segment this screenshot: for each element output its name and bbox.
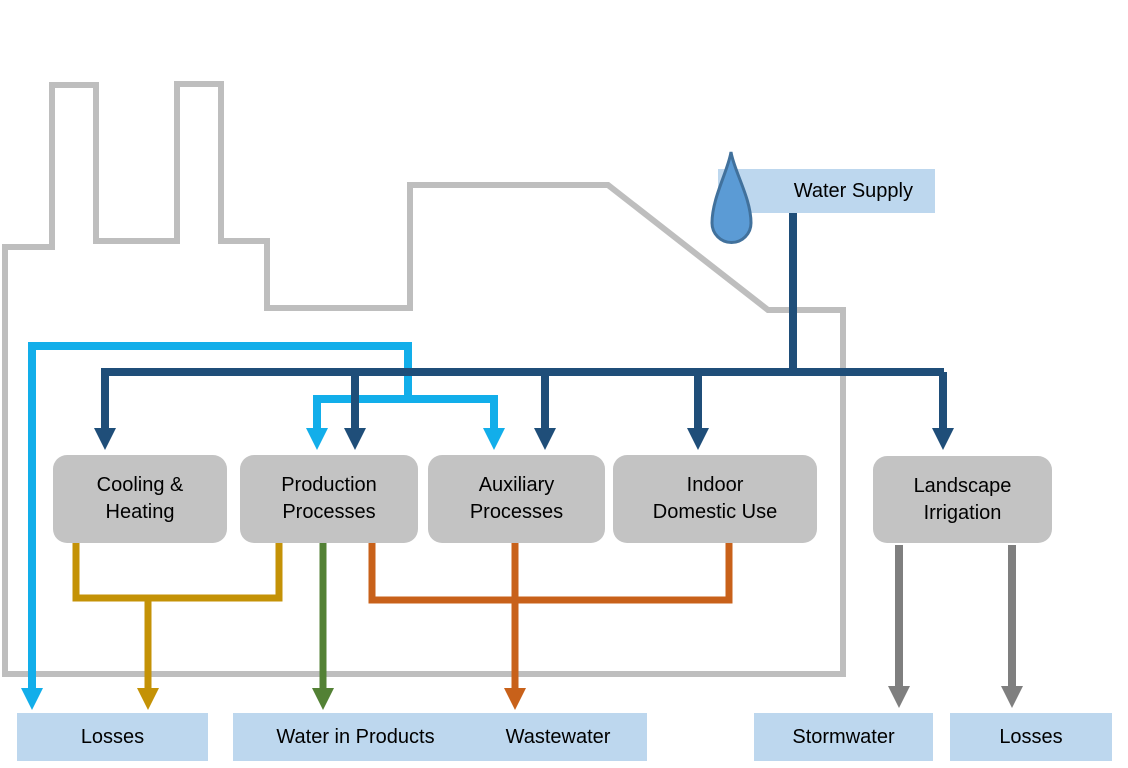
- output-label-text: Wastewater: [505, 725, 611, 748]
- arrow-down-icon: [932, 428, 954, 450]
- supply-arrowheads: [94, 428, 954, 450]
- output-label-text: Water in Products: [276, 725, 435, 748]
- wastewater-flow-line: [368, 543, 733, 690]
- process-box-label: Domestic Use: [652, 501, 778, 523]
- process-box-label: Heating: [105, 501, 175, 523]
- output-label-losses-right: Losses: [950, 713, 1112, 761]
- process-box-label: Processes: [469, 501, 564, 523]
- arrow-down-icon: [306, 428, 328, 450]
- arrow-down-icon: [94, 428, 116, 450]
- arrow-down-icon: [534, 428, 556, 450]
- recirculation-arrowheads: [21, 428, 505, 710]
- water-supply-label: Water Supply: [718, 169, 935, 213]
- water-supply-label-text: Water Supply: [793, 179, 913, 202]
- losses-flow-line: [72, 543, 283, 690]
- output-label-stormwater: Stormwater: [754, 713, 933, 761]
- irrigation-outflow-arrowheads: [888, 686, 1023, 708]
- arrow-down-icon: [137, 688, 159, 710]
- recirculation-branch-line: [313, 395, 498, 430]
- output-label-text: Losses: [80, 725, 145, 748]
- output-label-losses-left: Losses: [17, 713, 208, 761]
- process-box-label: Indoor: [686, 474, 744, 496]
- distribution-line: [101, 368, 947, 428]
- arrow-down-icon: [687, 428, 709, 450]
- output-label-text: Losses: [999, 725, 1063, 748]
- process-box-production-processes: Production Processes: [240, 455, 418, 543]
- process-box-auxiliary-processes: Auxiliary Processes: [428, 455, 605, 543]
- process-box-cooling-heating: Cooling & Heating: [53, 455, 227, 543]
- output-label-wastewater: Wastewater: [469, 713, 647, 761]
- arrow-down-icon: [344, 428, 366, 450]
- process-box-label: Cooling &: [96, 474, 184, 496]
- arrow-down-icon: [483, 428, 505, 450]
- arrow-down-icon: [1001, 686, 1023, 708]
- factory-outline: [2, 81, 846, 677]
- output-label-text: Stormwater: [792, 725, 895, 748]
- process-box-landscape-irrigation: Landscape Irrigation: [873, 456, 1052, 543]
- supply-distribution-lines: [101, 213, 947, 428]
- process-box-label: Auxiliary: [478, 474, 555, 496]
- process-box-label: Processes: [282, 501, 376, 523]
- irrigation-outflow-lines: [895, 545, 1016, 688]
- arrow-down-icon: [504, 688, 526, 710]
- arrow-down-icon: [312, 688, 334, 710]
- arrow-down-icon: [888, 686, 910, 708]
- process-box-label: Landscape: [913, 474, 1012, 497]
- output-label-water-in-products: Water in Products: [233, 713, 478, 761]
- process-box-label: Irrigation: [923, 501, 1002, 524]
- process-box-label: Production: [281, 474, 377, 496]
- process-box-indoor-domestic-use: Indoor Domestic Use: [613, 455, 817, 543]
- arrow-down-icon: [21, 688, 43, 710]
